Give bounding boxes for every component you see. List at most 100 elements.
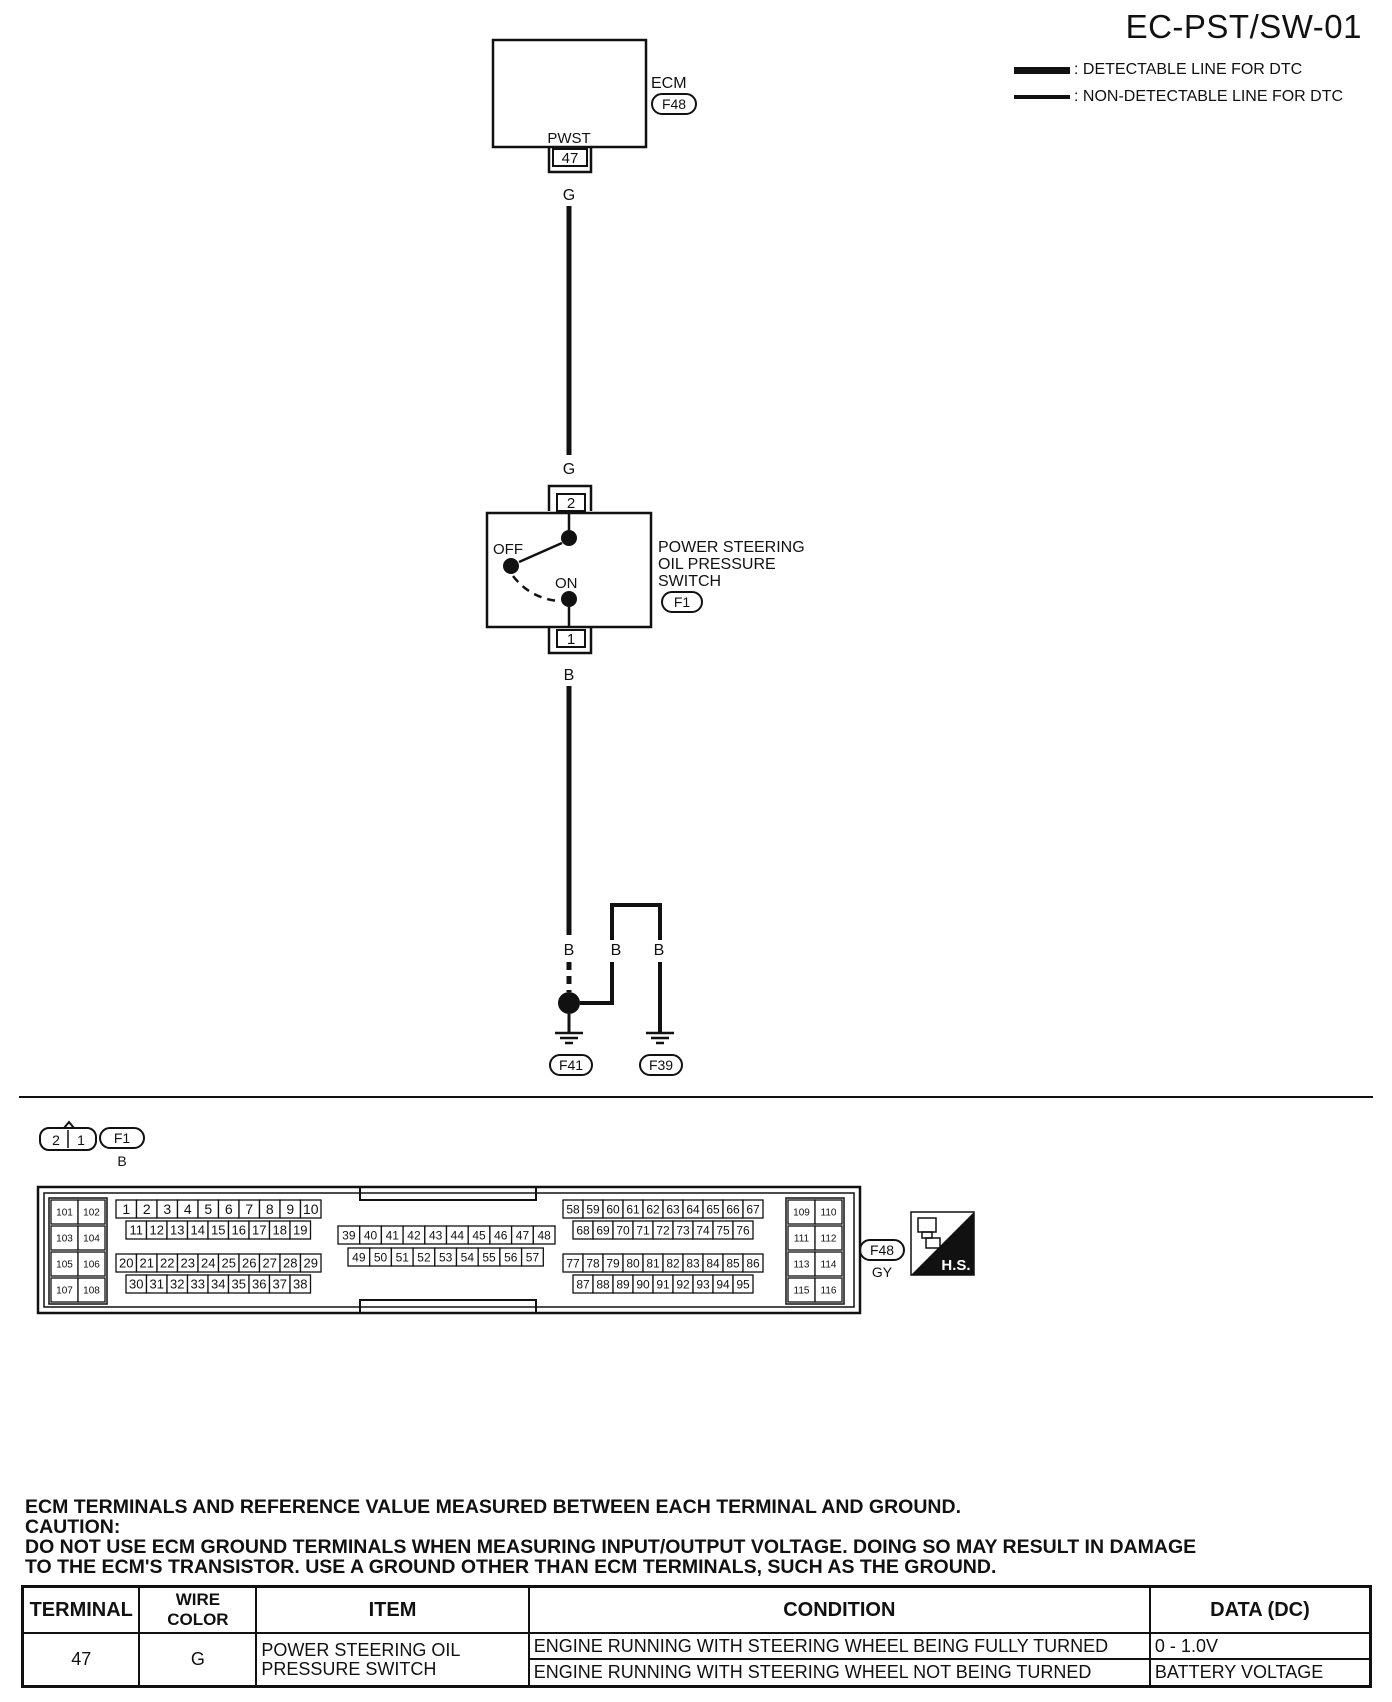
ecm-pin-3: 3 bbox=[163, 1201, 171, 1217]
ecm-pin-95: 95 bbox=[736, 1277, 750, 1291]
switch-off-label: OFF bbox=[493, 541, 523, 558]
ecm-pin-115: 115 bbox=[794, 1286, 810, 1297]
ecm-pin-37: 37 bbox=[273, 1277, 287, 1292]
ecm-pin-71: 71 bbox=[636, 1223, 650, 1237]
cell-condition-2: ENGINE RUNNING WITH STEERING WHEEL NOT B… bbox=[527, 1658, 1151, 1688]
ecm-pin-7: 7 bbox=[245, 1201, 253, 1217]
notes-block: ECM TERMINALS AND REFERENCE VALUE MEASUR… bbox=[25, 1497, 1375, 1577]
ecm-pin-27: 27 bbox=[263, 1256, 277, 1271]
legend-detectable: : DETECTABLE LINE FOR DTC bbox=[1014, 61, 1302, 79]
ecm-box bbox=[491, 38, 648, 149]
legend-non-detectable: : NON-DETECTABLE LINE FOR DTC bbox=[1014, 88, 1343, 106]
legend-detectable-label: : DETECTABLE LINE FOR DTC bbox=[1074, 61, 1303, 78]
switch-contact-on bbox=[561, 591, 577, 607]
ecm-face-color: GY bbox=[872, 1264, 893, 1280]
ecm-pin-66: 66 bbox=[726, 1202, 740, 1216]
ecm-face-connector-badge bbox=[859, 1239, 905, 1261]
cell-terminal: 47 bbox=[21, 1632, 141, 1688]
ecm-terminal-name: PWST bbox=[547, 130, 590, 147]
header-terminal: TERMINAL bbox=[21, 1585, 141, 1634]
ecm-pin-89: 89 bbox=[616, 1277, 630, 1291]
ecm-pin-61: 61 bbox=[626, 1202, 640, 1216]
thin-line-swatch bbox=[1014, 95, 1070, 99]
ecm-pin-93: 93 bbox=[696, 1277, 710, 1291]
ecm-pin-36: 36 bbox=[252, 1277, 266, 1292]
ecm-pin-55: 55 bbox=[482, 1250, 496, 1264]
switch-connector-badge bbox=[661, 591, 703, 613]
ecm-pin-cell bbox=[50, 1251, 79, 1277]
ecm-pin-24: 24 bbox=[201, 1256, 215, 1271]
wire-color-ground-3: B bbox=[654, 942, 665, 959]
ecm-pin-cell bbox=[742, 1199, 764, 1219]
ecm-pin-cell bbox=[814, 1199, 843, 1225]
ecm-pin-91: 91 bbox=[656, 1277, 670, 1291]
ecm-pin-101: 101 bbox=[56, 1208, 73, 1219]
ecm-pin-cell bbox=[532, 1225, 556, 1245]
ecm-pin-84: 84 bbox=[706, 1256, 720, 1270]
ecm-pin-110: 110 bbox=[821, 1208, 837, 1219]
f1-face-pin-2: 2 bbox=[52, 1132, 60, 1148]
notes-line-4: TO THE ECM'S TRANSISTOR. USE A GROUND OT… bbox=[25, 1556, 997, 1578]
switch-pivot bbox=[503, 558, 519, 574]
ecm-pin-57: 57 bbox=[526, 1250, 540, 1264]
ecm-pin-11: 11 bbox=[130, 1223, 144, 1238]
ecm-pin-114: 114 bbox=[821, 1260, 837, 1271]
ecm-pin-108: 108 bbox=[83, 1286, 100, 1297]
ecm-pin-58: 58 bbox=[566, 1202, 580, 1216]
ecm-pin-109: 109 bbox=[793, 1208, 810, 1219]
ecm-pin-75: 75 bbox=[716, 1223, 730, 1237]
ecm-pin-46: 46 bbox=[494, 1228, 508, 1242]
ecm-pin-number: 47 bbox=[562, 150, 579, 167]
ecm-pin-104: 104 bbox=[83, 1234, 100, 1245]
ecm-pin-cell bbox=[299, 1199, 322, 1219]
ground-f39-label: F39 bbox=[649, 1057, 673, 1073]
ecm-pin-51: 51 bbox=[396, 1250, 410, 1264]
ecm-block-109-116 bbox=[785, 1197, 845, 1305]
cell-data-1: 0 - 1.0V bbox=[1148, 1631, 1372, 1661]
ecm-pin-78: 78 bbox=[586, 1256, 600, 1270]
ecm-pin-cell bbox=[787, 1225, 816, 1251]
ecm-pin-29: 29 bbox=[304, 1256, 318, 1271]
ecm-pin-87: 87 bbox=[576, 1277, 590, 1291]
ecm-pin-63: 63 bbox=[666, 1202, 680, 1216]
ecm-pin-cell bbox=[77, 1251, 106, 1277]
legend-non-detectable-label: : NON-DETECTABLE LINE FOR DTC bbox=[1074, 88, 1344, 105]
wire-color-upper-2: G bbox=[563, 461, 575, 478]
ecm-pin-105: 105 bbox=[56, 1260, 73, 1271]
switch-pin1-bracket bbox=[547, 628, 593, 655]
ecm-pin-112: 112 bbox=[821, 1234, 837, 1245]
ecm-pin-44: 44 bbox=[451, 1228, 465, 1242]
ecm-pin-60: 60 bbox=[606, 1202, 620, 1216]
ecm-connector-badge bbox=[651, 93, 697, 115]
ecm-pin-39: 39 bbox=[342, 1228, 356, 1242]
ecm-pin-68: 68 bbox=[576, 1223, 590, 1237]
ground-symbol-f39 bbox=[646, 1031, 674, 1045]
header-condition: CONDITION bbox=[527, 1585, 1151, 1634]
ecm-pin-cell bbox=[77, 1199, 106, 1225]
ground-symbol-f41 bbox=[555, 1031, 583, 1045]
switch-name-line1: POWER STEERING bbox=[658, 539, 805, 556]
ecm-pin-56: 56 bbox=[504, 1250, 518, 1264]
ecm-pin-10: 10 bbox=[303, 1201, 319, 1217]
ecm-pin-77: 77 bbox=[566, 1256, 580, 1270]
ecm-pin-54: 54 bbox=[461, 1250, 475, 1264]
ecm-pin-113: 113 bbox=[794, 1260, 810, 1271]
wire-color-upper: G bbox=[563, 187, 575, 204]
switch-pin2-number: 2 bbox=[567, 495, 575, 512]
connector-plug-icon bbox=[917, 1217, 941, 1249]
ground-f41-badge bbox=[549, 1054, 593, 1076]
ecm-pin-85: 85 bbox=[726, 1256, 740, 1270]
cell-data-2: BATTERY VOLTAGE bbox=[1148, 1658, 1372, 1688]
ecm-pin-43: 43 bbox=[429, 1228, 443, 1242]
ecm-pin-12: 12 bbox=[150, 1223, 164, 1238]
ecm-pin-8: 8 bbox=[266, 1201, 274, 1217]
ecm-pin-20: 20 bbox=[119, 1256, 133, 1271]
switch-pin2-box bbox=[556, 493, 586, 512]
ecm-pin-cell bbox=[814, 1277, 843, 1303]
ecm-pin-25: 25 bbox=[222, 1256, 236, 1271]
switch-pin1-number: 1 bbox=[567, 631, 575, 648]
cell-wire-color: G bbox=[138, 1632, 258, 1688]
ecm-pin-cell bbox=[742, 1253, 764, 1273]
switch-pin2-bracket bbox=[547, 484, 593, 511]
